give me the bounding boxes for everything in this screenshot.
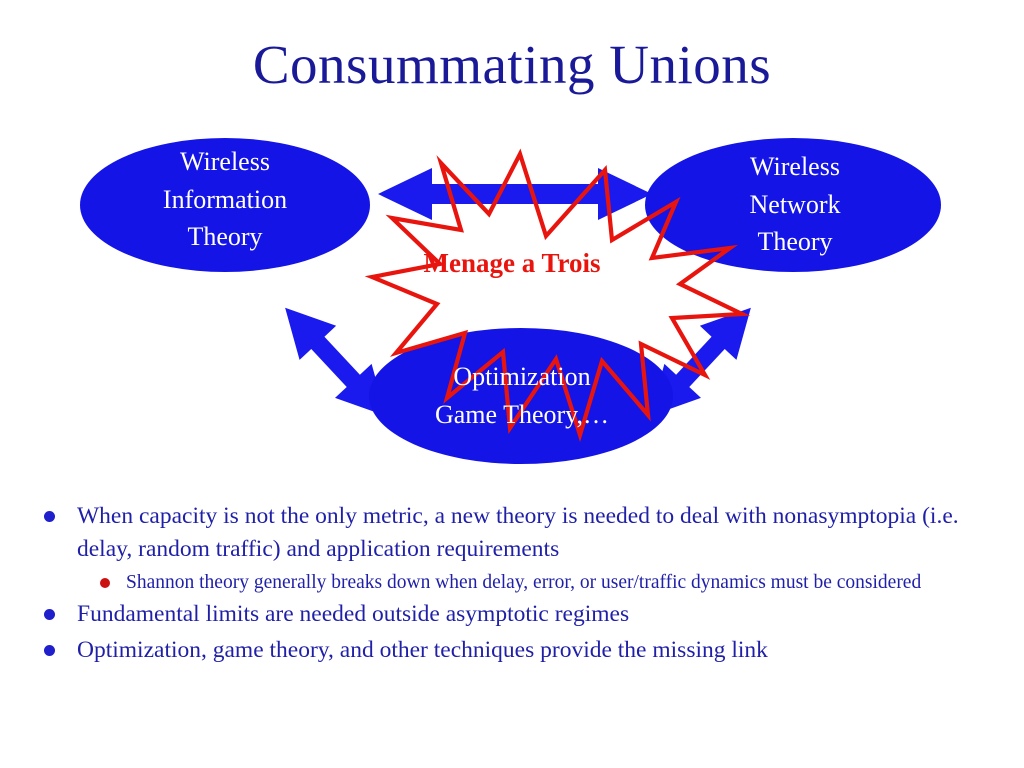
- arrow-wit-opt: [285, 307, 387, 416]
- bullet-item: Optimization, game theory, and other tec…: [44, 634, 994, 667]
- bullet-marker-icon: [44, 644, 55, 656]
- bullet-text: Fundamental limits are needed outside as…: [77, 601, 630, 628]
- bullet-item: Shannon theory generally breaks down whe…: [100, 569, 994, 597]
- node-wireless-information-theory[interactable]: [80, 138, 370, 272]
- bullet-list: When capacity is not the only metric, a …: [44, 500, 994, 669]
- bullet-text: When capacity is not the only metric, a …: [77, 503, 959, 563]
- diagram-canvas: [80, 138, 941, 464]
- bullet-marker-icon: [44, 609, 55, 621]
- node-optimization-game-theory[interactable]: [369, 328, 673, 464]
- bullet-text: Optimization, game theory, and other tec…: [77, 636, 768, 663]
- bullet-item: Fundamental limits are needed outside as…: [44, 598, 994, 631]
- menage-a-trois-starburst: [364, 148, 751, 443]
- bullet-text: Shannon theory generally breaks down whe…: [126, 571, 922, 593]
- page-title: Consummating Unions: [252, 34, 772, 95]
- node-wireless-network-theory[interactable]: [645, 138, 941, 272]
- bullet-item: When capacity is not the only metric, a …: [44, 500, 994, 567]
- venn-triad-diagram: Wireless Information Theory Wireless Net…: [0, 118, 1024, 496]
- bullet-marker-icon: [44, 511, 55, 522]
- sub-bullet-marker-icon: [100, 577, 110, 588]
- arrow-wit-wnt: [378, 168, 652, 220]
- arrow-wnt-opt: [649, 307, 751, 416]
